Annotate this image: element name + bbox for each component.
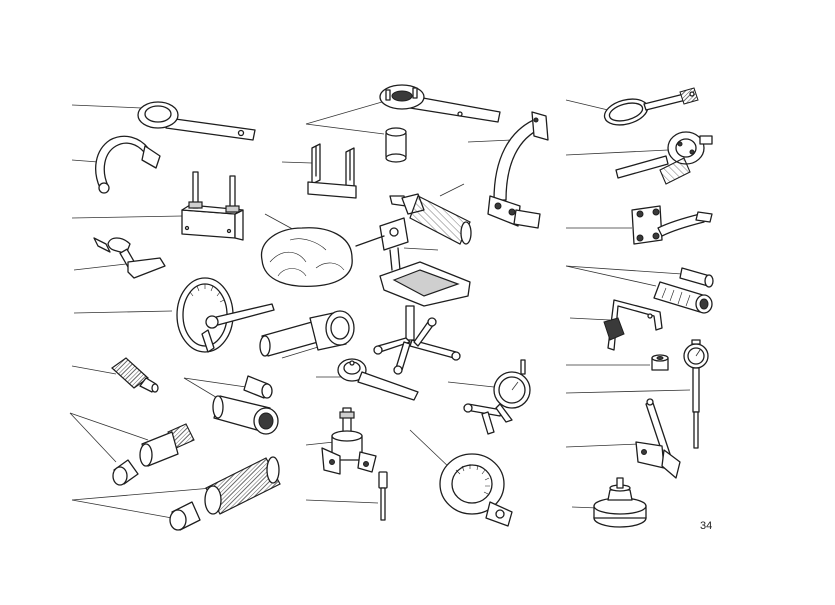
hook-tool [71,135,161,194]
pin-holder-tool [71,171,244,241]
knurled-handle-tool [71,456,281,531]
drift-punch-tool [389,183,472,245]
dial-gauge-stem-tool [565,339,709,449]
dial-gauge-bracket-tool [447,359,531,435]
crank-bracket-tool [566,205,713,245]
disc-holder-tool [565,131,713,185]
t-handle-puller-tool [73,237,166,279]
flywheel-holder-tool [305,84,501,163]
small-nut-tool [566,354,669,371]
base-cup-tool [571,477,647,528]
clamp-lever-tool [565,398,681,479]
knurled-bolt-tool [71,357,159,393]
curved-support-arm-tool [467,111,549,229]
cone-adapter-tool-1 [69,412,195,486]
slender-pin-tool [305,471,388,521]
figure-number: 34 [700,520,713,532]
angled-bracket-knob-tool [569,299,663,351]
loop-handle-tool [565,87,699,126]
sleeve-pair-tool [183,375,279,435]
threaded-puller-tool [305,407,377,475]
clutch-holder-ring-tool [409,429,513,527]
bearing-puller-handle-tool [259,310,355,359]
cylinder-pair-tool [565,265,714,314]
protective-cover-tool [260,213,353,288]
engine-stand-tool [355,217,471,375]
pin-spanner-tool [316,358,419,401]
ring-spanner-tool [71,101,256,141]
degree-wheel-tool [73,277,275,353]
bracket-plate-tool [281,143,357,199]
